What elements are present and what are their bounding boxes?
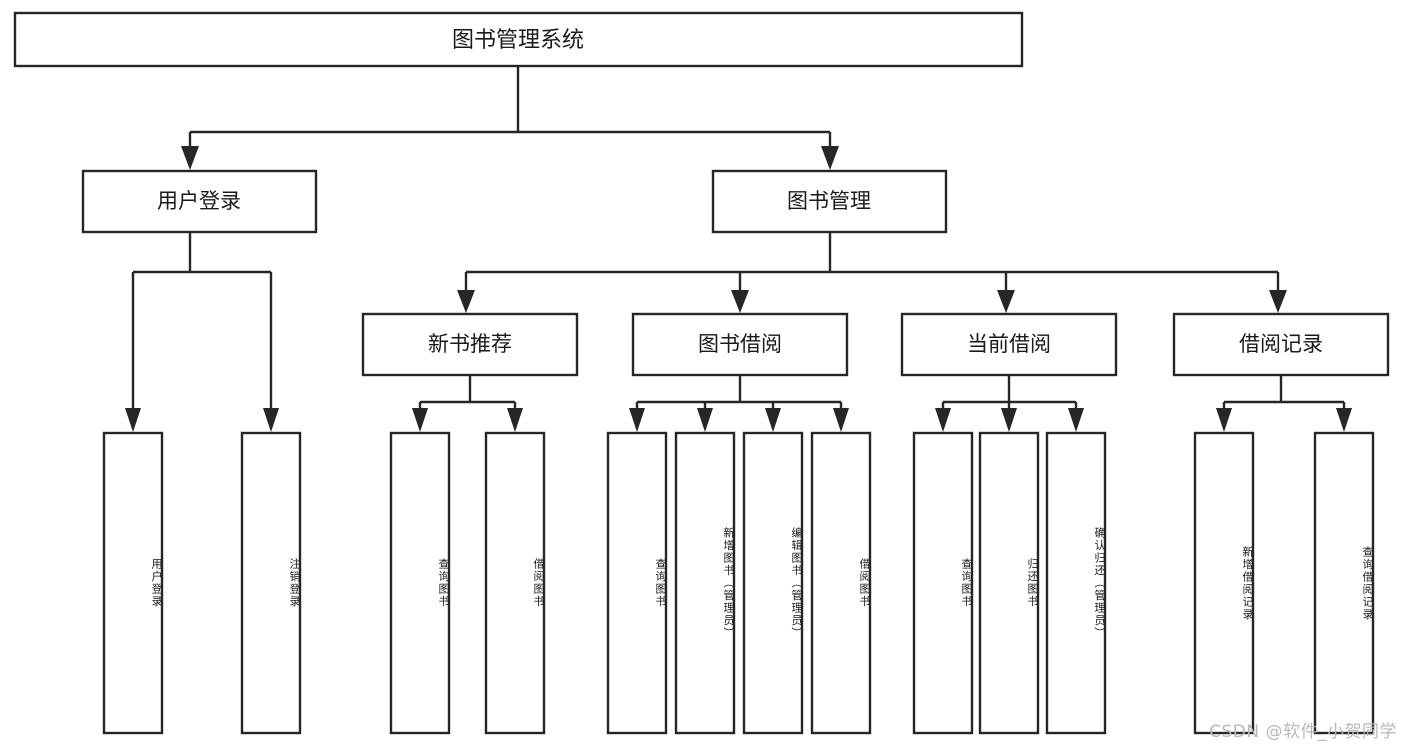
arrow-to-leaf-return-book (1001, 408, 1017, 432)
leaf-add-record-box[interactable] (1193, 431, 1255, 735)
leaf-boxes-new-book-recommend (389, 431, 546, 735)
leaf-query-book-2-box[interactable] (606, 431, 668, 735)
arrow-to-leaf-query-book-1 (412, 408, 428, 432)
arrow-to-leaf-borrow-book-2 (833, 408, 849, 432)
leaf-query-record-box[interactable] (1313, 431, 1375, 735)
node-book-borrow-box[interactable] (631, 312, 849, 377)
node-user-login[interactable]: 用户登录 (81, 169, 318, 234)
leaf-logout-box[interactable] (240, 431, 302, 735)
arrow-to-leaf-query-record (1336, 408, 1352, 432)
arrow-to-user-login (181, 146, 199, 170)
node-user-login-label: 用户登录 (157, 189, 241, 213)
node-book-manage[interactable]: 图书管理 (711, 169, 948, 234)
node-book-borrow[interactable]: 图书借阅 (631, 312, 849, 377)
node-user-login-box[interactable] (81, 169, 318, 234)
leaf-confirm-return-box[interactable] (1045, 431, 1107, 735)
arrow-to-leaf-confirm-return (1068, 408, 1084, 432)
node-book-borrow-label: 图书借阅 (698, 332, 782, 356)
leaf-return-book-box[interactable] (978, 431, 1040, 735)
connector-borrowrecord-to-leaves (1216, 375, 1352, 432)
arrow-to-leaf-query-book-2 (629, 408, 645, 432)
leaf-user-login-box[interactable] (102, 431, 164, 735)
leaf-boxes-borrow-record (1193, 431, 1375, 735)
arrow-to-leaf-add-record (1216, 408, 1232, 432)
node-borrow-record[interactable]: 借阅记录 (1172, 312, 1390, 377)
connector-newbook-to-leaves (412, 375, 523, 432)
connector-root-to-level2 (181, 66, 839, 170)
arrow-to-leaf-logout (263, 408, 279, 432)
connector-currentborrow-to-leaves (935, 375, 1084, 432)
node-root-label: 图书管理系统 (452, 28, 584, 53)
arrow-to-book-manage (821, 146, 839, 170)
node-current-borrow[interactable]: 当前借阅 (900, 312, 1118, 377)
connector-bookmanage-to-level3 (457, 232, 1287, 313)
leaf-query-book-1-box[interactable] (389, 431, 451, 735)
leaf-edit-book-box[interactable] (742, 431, 804, 735)
node-new-book-recommend-box[interactable] (361, 312, 579, 377)
arrow-to-leaf-query-book-3 (935, 408, 951, 432)
connector-bookborrow-to-leaves (629, 375, 849, 432)
leaf-borrow-book-1-box[interactable] (484, 431, 546, 735)
leaf-query-book-3-box[interactable] (912, 431, 974, 735)
leaf-boxes-user-login (102, 431, 302, 735)
node-current-borrow-box[interactable] (900, 312, 1118, 377)
arrow-to-current-borrow (997, 290, 1015, 313)
arrow-to-leaf-borrow-book-1 (507, 408, 523, 432)
leaf-add-book-box[interactable] (674, 431, 736, 735)
node-book-manage-label: 图书管理 (787, 189, 871, 213)
arrow-to-book-borrow (731, 290, 749, 313)
node-current-borrow-label: 当前借阅 (967, 332, 1051, 356)
node-book-manage-box[interactable] (711, 169, 948, 234)
node-new-book-recommend-label: 新书推荐 (428, 332, 512, 356)
arrow-to-leaf-user-login (125, 408, 141, 432)
node-borrow-record-label: 借阅记录 (1239, 332, 1323, 356)
node-borrow-record-box[interactable] (1172, 312, 1390, 377)
connector-userlogin-to-leaves (125, 232, 279, 432)
leaf-borrow-book-2-box[interactable] (810, 431, 872, 735)
arrow-to-leaf-edit-book (765, 408, 781, 432)
node-root[interactable]: 图书管理系统 (13, 11, 1024, 68)
arrow-to-leaf-add-book (697, 408, 713, 432)
leaf-boxes-current-borrow (912, 431, 1107, 735)
arrow-to-borrow-record (1269, 290, 1287, 313)
csdn-watermark: CSDN @软件_小贺同学 (1209, 722, 1397, 742)
leaf-boxes-book-borrow (606, 431, 872, 735)
node-root-box[interactable] (13, 11, 1024, 68)
arrow-to-new-book-recommend (457, 290, 475, 313)
node-new-book-recommend[interactable]: 新书推荐 (361, 312, 579, 377)
